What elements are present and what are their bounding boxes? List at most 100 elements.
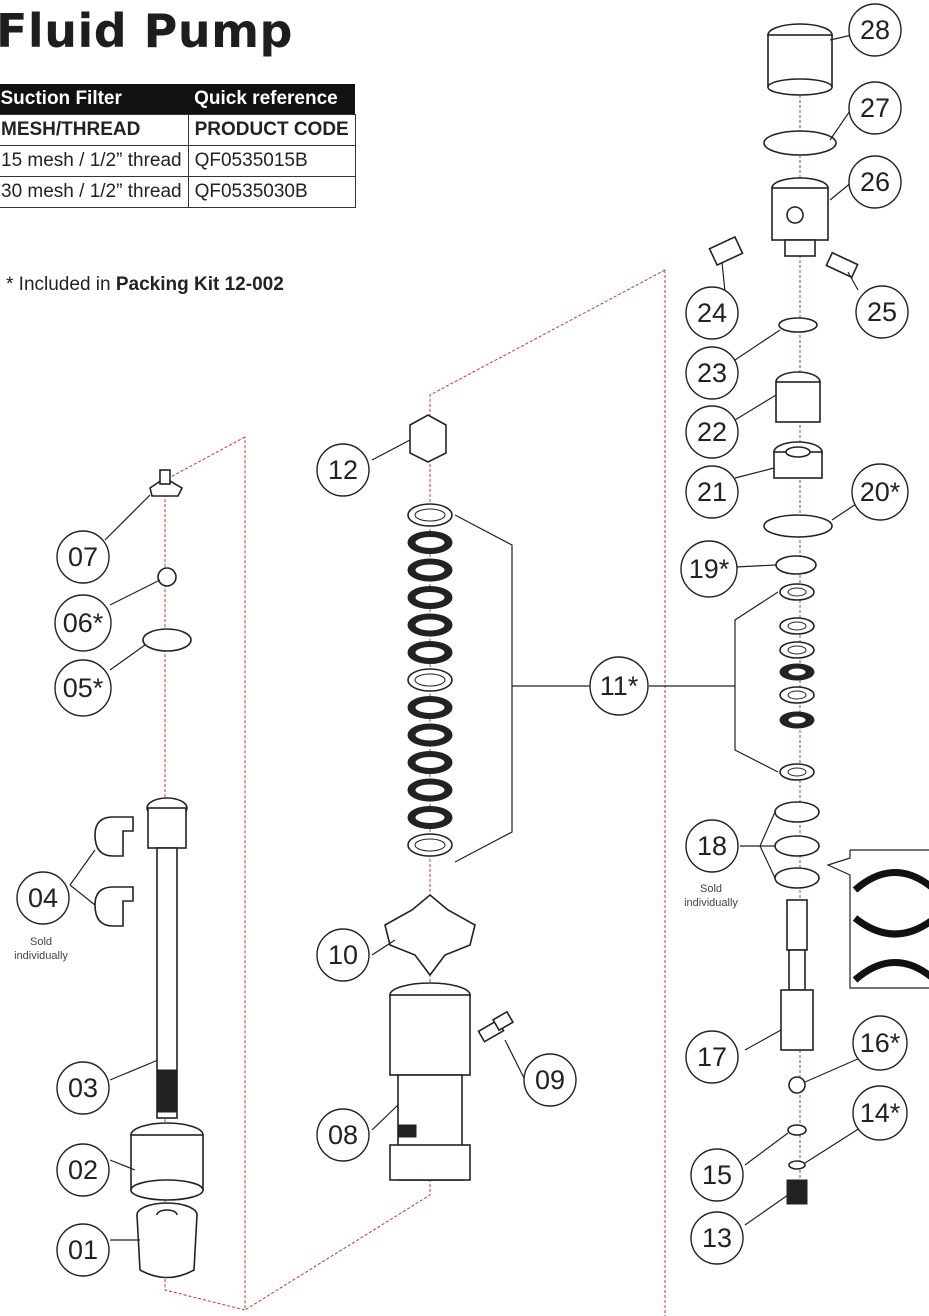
seal-ring-inner <box>787 767 807 777</box>
table-cell: QF0535015B <box>187 145 356 177</box>
svg-text:25: 25 <box>867 297 897 327</box>
svg-text:22: 22 <box>697 417 727 447</box>
svg-text:01: 01 <box>68 1235 98 1265</box>
callout-13: 13 <box>690 1211 744 1265</box>
table-header: Suction Filter <box>0 84 189 115</box>
svg-text:13: 13 <box>702 1223 732 1253</box>
seal-ring-inner <box>414 838 446 852</box>
seal-ring-inner <box>414 756 446 769</box>
table-header: Quick reference <box>188 84 356 115</box>
svg-text:03: 03 <box>68 1073 98 1103</box>
callout-02: 02 <box>56 1143 110 1197</box>
seal-ring-inner <box>414 563 446 577</box>
part-18-washers <box>774 801 820 889</box>
part-16-ball <box>788 1076 806 1094</box>
svg-text:Sold: Sold <box>700 883 722 895</box>
svg-text:18: 18 <box>697 831 727 861</box>
seal-ring-inner <box>414 783 446 797</box>
svg-text:11*: 11* <box>600 671 639 701</box>
part-08-shape <box>389 982 471 1181</box>
leader-lines <box>69 34 866 1241</box>
part-02-shape <box>130 1122 204 1201</box>
sold-note-18: Sold individually <box>684 883 738 909</box>
table-cell: QF0535030B <box>187 176 356 208</box>
svg-text:26: 26 <box>860 167 890 197</box>
callout-05: 05* <box>54 659 112 717</box>
svg-text:07: 07 <box>68 542 98 572</box>
callout-14: 14* <box>852 1085 908 1141</box>
part-19-ring <box>775 555 817 575</box>
callout-17: 17 <box>685 1030 739 1084</box>
page-title: Fluid Pump <box>0 4 293 58</box>
svg-text:06*: 06* <box>63 608 104 638</box>
seal-ring-inner <box>787 645 807 655</box>
table-cell: 30 mesh / 1/2” thread <box>0 176 189 208</box>
table-cell: 15 mesh / 1/2” thread <box>0 145 189 177</box>
svg-text:individually: individually <box>14 950 68 962</box>
part-26-shape <box>771 177 829 257</box>
svg-text:14*: 14* <box>860 1098 901 1128</box>
svg-text:21: 21 <box>697 477 727 507</box>
svg-text:19*: 19* <box>689 554 730 584</box>
seal-ring-inner <box>787 587 807 597</box>
callout-15: 15 <box>690 1148 744 1202</box>
callout-11: 11* <box>589 656 649 716</box>
part-01-shape <box>136 1202 198 1279</box>
part-04-shape <box>94 816 134 927</box>
svg-text:20*: 20* <box>860 477 901 507</box>
part-10-nut <box>384 893 476 977</box>
seal-ring-inner <box>414 536 446 549</box>
part-03-shape <box>146 797 188 1119</box>
svg-text:04: 04 <box>28 883 58 913</box>
assembly-axis-lines <box>164 60 801 1316</box>
seal-ring-inner <box>414 811 446 824</box>
callout-22: 22 <box>685 405 739 459</box>
svg-text:27: 27 <box>860 93 890 123</box>
callout-18: 18 <box>685 819 739 873</box>
svg-text:24: 24 <box>697 298 727 328</box>
seal-ring-inner <box>414 646 446 659</box>
svg-text:12: 12 <box>328 455 358 485</box>
svg-text:05*: 05* <box>63 673 104 703</box>
part-12-shape <box>409 414 447 463</box>
svg-text:23: 23 <box>697 358 727 388</box>
callout-21: 21 <box>685 465 739 519</box>
kit-note-prefix: * Included in <box>6 274 116 295</box>
part-13-shape <box>786 1179 808 1205</box>
seal-ring-inner <box>787 621 807 631</box>
svg-text:17: 17 <box>697 1042 727 1072</box>
callout-10: 10 <box>316 928 370 982</box>
table-subheader-row: MESH/THREAD PRODUCT CODE <box>0 114 356 146</box>
part-28-shape <box>767 23 833 96</box>
svg-text:08: 08 <box>328 1120 358 1150</box>
part-07-shape <box>149 469 184 497</box>
part-23-ring <box>778 317 818 333</box>
svg-text:28: 28 <box>860 15 890 45</box>
table-header-row: Suction Filter Quick reference <box>0 84 356 115</box>
part-21-shape <box>773 441 823 479</box>
seal-ring-inner <box>414 618 446 632</box>
part-22-shape <box>775 371 821 423</box>
svg-text:09: 09 <box>535 1065 565 1095</box>
sold-note-04: Sold individually <box>14 936 68 962</box>
part-11-seal-stack <box>407 503 453 857</box>
svg-text:individually: individually <box>684 897 738 909</box>
packing-kit-note: * Included in Packing Kit 12-002 <box>6 274 284 296</box>
callout-16: 16* <box>852 1015 908 1071</box>
part-24-pin <box>708 235 744 267</box>
callout-26: 26 <box>848 155 902 209</box>
washer-profile-detail <box>826 849 929 989</box>
part-15-shape <box>787 1124 807 1136</box>
callout-12: 12 <box>316 443 370 497</box>
seal-ring-inner <box>414 673 446 687</box>
svg-text:15: 15 <box>702 1160 732 1190</box>
svg-text:Sold: Sold <box>30 936 52 948</box>
svg-text:16*: 16* <box>860 1028 901 1058</box>
seal-ring-inner <box>414 728 446 742</box>
kit-note-kit-name: Packing Kit 12-002 <box>115 274 284 295</box>
seal-ring-inner <box>414 508 446 522</box>
part-27-ring <box>763 130 837 156</box>
callout-24: 24 <box>685 286 739 340</box>
callout-27: 27 <box>848 81 902 135</box>
part-06-ball <box>157 567 177 587</box>
